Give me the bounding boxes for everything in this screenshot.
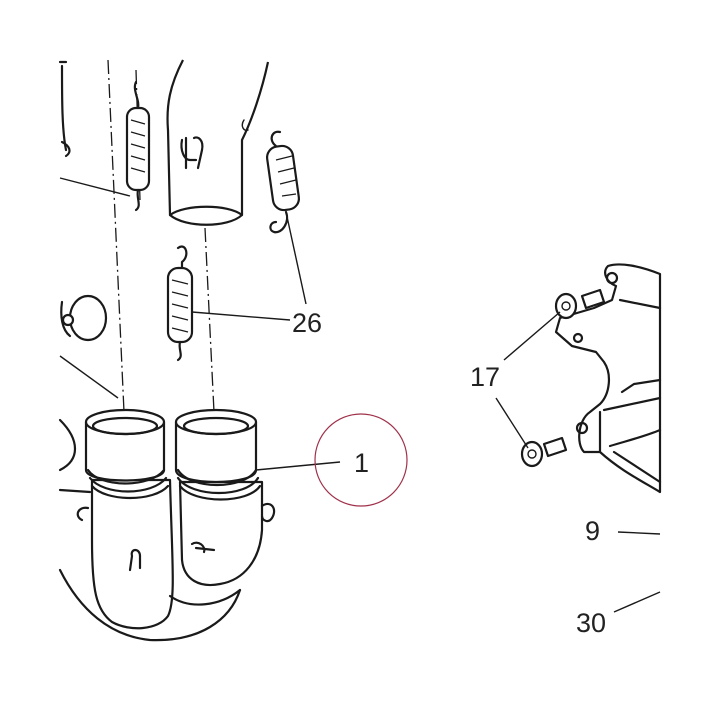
- mounting-bracket: [554, 263, 662, 494]
- callout-26: 26: [292, 308, 322, 338]
- leader-26-b: [285, 211, 307, 305]
- leader-left-mid: [59, 355, 119, 399]
- spring-upper-left: [125, 80, 151, 212]
- leader-1: [255, 461, 341, 471]
- callout-1: 1: [354, 448, 369, 478]
- centerline-left: [107, 59, 125, 413]
- leader-left-top: [59, 177, 131, 197]
- callout-17: 17: [470, 362, 500, 392]
- spring-upper-right: [265, 130, 301, 234]
- left-frame-part: [58, 60, 71, 158]
- centerline-right: [204, 227, 215, 413]
- upper-exhaust-pipe: [166, 59, 270, 226]
- callout-9: 9: [585, 516, 600, 546]
- spring-middle: [166, 245, 194, 362]
- highlight-circle: [314, 413, 408, 507]
- bolt-upper: [554, 288, 606, 320]
- bolt-lower: [520, 436, 568, 468]
- leader-26-a: [191, 311, 291, 321]
- rubber-grommet: [60, 294, 108, 342]
- leader-30: [613, 591, 661, 613]
- exhaust-collector: [58, 408, 276, 642]
- leader-9: [617, 531, 661, 535]
- leader-17-b: [495, 397, 529, 449]
- leader-17-a: [503, 311, 561, 361]
- callout-30: 30: [576, 608, 606, 638]
